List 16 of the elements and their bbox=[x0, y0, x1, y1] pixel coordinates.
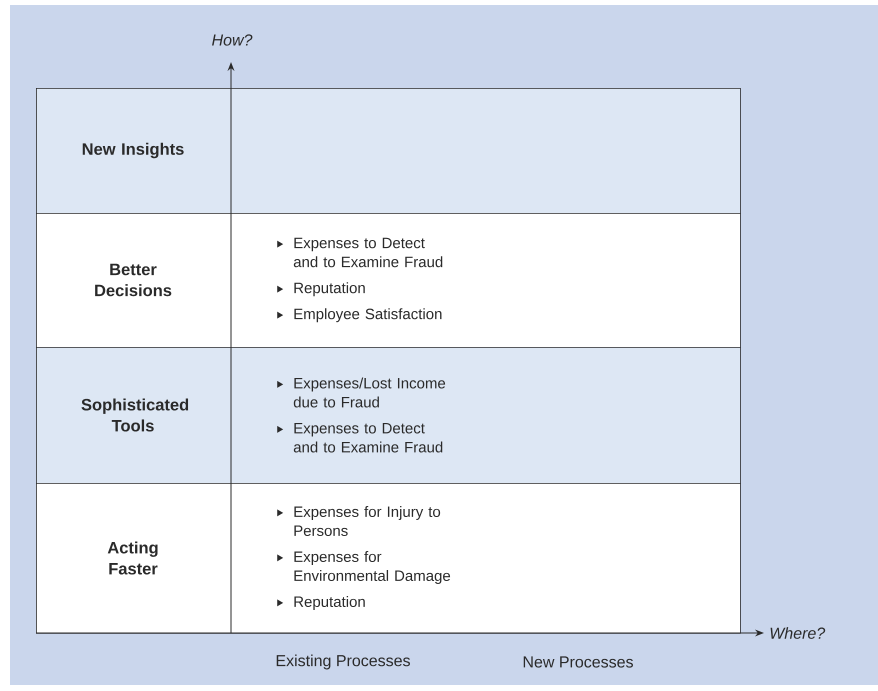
bullet-item: Expenses to Detect and to Examine Fraud bbox=[277, 238, 442, 268]
bullet-item: Expenses for Injury to Persons bbox=[277, 506, 440, 536]
bullet-item: Reputation bbox=[277, 596, 365, 610]
row-heading: Sophisticated Tools bbox=[81, 398, 188, 432]
bullet-item: Reputation bbox=[277, 282, 365, 296]
bullet-item: Employee Satisfaction bbox=[277, 308, 442, 322]
bullet-item: Expenses to Detect and to Examine Fraud bbox=[277, 423, 442, 452]
bullet-item: Expenses/Lost Income due to Fraud bbox=[277, 378, 446, 408]
row-heading: Better Decisions bbox=[95, 264, 172, 296]
column-label: New Processes bbox=[524, 656, 633, 668]
row-heading: Acting Faster bbox=[108, 541, 158, 575]
column-label: Existing Processes bbox=[276, 654, 410, 670]
axis-label: Where? bbox=[770, 627, 826, 639]
axis-label: How? bbox=[212, 34, 252, 46]
row-heading: New Insights bbox=[82, 142, 184, 158]
bullet-item: Expenses for Environmental Damage bbox=[277, 551, 450, 584]
